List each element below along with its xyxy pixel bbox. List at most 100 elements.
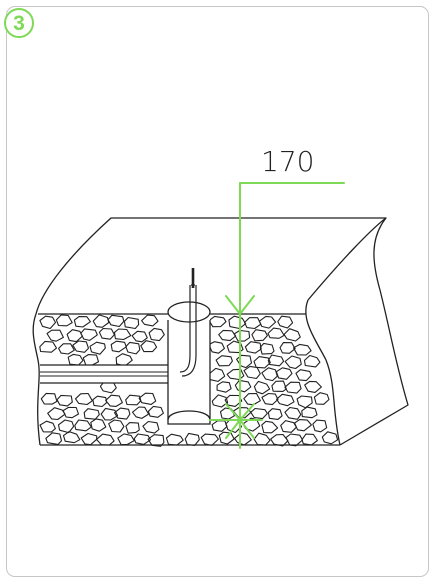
gravel-stone bbox=[82, 354, 100, 366]
gravel-stone bbox=[243, 365, 261, 380]
gravel-stone bbox=[115, 353, 133, 367]
gravel-stone bbox=[250, 407, 268, 420]
gravel-stone bbox=[74, 392, 93, 406]
gravel-stone bbox=[280, 420, 297, 433]
gravel-stone bbox=[141, 314, 159, 327]
gravel-stone bbox=[234, 379, 252, 393]
gravel-stone bbox=[66, 329, 83, 343]
gravel-stone bbox=[113, 328, 132, 341]
gravel-stone bbox=[184, 432, 200, 446]
gravel-stone bbox=[301, 433, 318, 446]
gravel-stone bbox=[39, 420, 56, 433]
gravel-stone bbox=[45, 432, 63, 445]
gravel-stone bbox=[267, 354, 285, 367]
gravel-stone bbox=[67, 353, 84, 366]
gravel-stone bbox=[261, 392, 279, 406]
gravel-stone bbox=[125, 341, 141, 355]
gravel-stone bbox=[270, 433, 289, 447]
cable-trench bbox=[40, 364, 182, 384]
gravel-stone bbox=[253, 356, 271, 369]
gravel-stone bbox=[321, 431, 339, 445]
gravel-stone bbox=[110, 340, 127, 353]
gravel-stone bbox=[261, 367, 278, 382]
gravel-stone bbox=[131, 330, 148, 343]
post-hole bbox=[167, 301, 211, 425]
gravel-stone bbox=[123, 316, 140, 330]
gravel-stone bbox=[95, 433, 115, 446]
gravel-stone bbox=[113, 407, 131, 420]
gravel-stone bbox=[211, 394, 229, 408]
gravel-stone bbox=[58, 343, 75, 355]
gravel-stone bbox=[56, 394, 73, 407]
gravel-stone bbox=[89, 341, 106, 355]
gravel-stone bbox=[108, 419, 125, 433]
gravel-stone bbox=[92, 395, 108, 408]
gravel-stone bbox=[46, 329, 64, 342]
gravel-stone bbox=[296, 395, 313, 409]
cable-riser bbox=[179, 268, 197, 377]
gravel-stone bbox=[304, 380, 322, 393]
gravel-stone bbox=[105, 394, 123, 407]
gravel-stone bbox=[211, 420, 228, 432]
gravel-stone bbox=[253, 432, 271, 446]
dimension-label: 170 bbox=[261, 145, 314, 178]
gravel-stone bbox=[294, 419, 312, 432]
step-number: 3 bbox=[13, 12, 25, 35]
gravel-stone bbox=[147, 405, 164, 418]
gravel-stone bbox=[259, 342, 275, 355]
gravel-stone bbox=[40, 392, 58, 405]
gravel-stone bbox=[251, 329, 268, 342]
gravel-stone bbox=[292, 343, 312, 356]
gravel-stone bbox=[253, 380, 271, 395]
gravel-stone bbox=[131, 406, 150, 419]
gravel-stone bbox=[243, 392, 261, 406]
gravel-stone bbox=[47, 407, 66, 421]
gravel-stone bbox=[283, 328, 301, 342]
gravel-stone bbox=[62, 431, 81, 444]
gravel-stone bbox=[73, 316, 91, 328]
gravel-stone bbox=[140, 340, 158, 353]
gravel-stone bbox=[62, 406, 80, 419]
gravel-stone bbox=[55, 314, 73, 327]
gravel-stone bbox=[233, 329, 251, 342]
gravel-stone bbox=[83, 408, 100, 420]
gravel-stone bbox=[208, 315, 227, 328]
gravel-stone bbox=[133, 433, 152, 445]
gravel-stone bbox=[208, 341, 225, 354]
front-right-edge bbox=[305, 299, 341, 446]
gravel-stone bbox=[226, 368, 245, 381]
gravel-stone bbox=[219, 407, 236, 420]
gravel-stone bbox=[90, 418, 107, 432]
gravel-stone bbox=[207, 367, 226, 382]
card-frame bbox=[6, 6, 429, 577]
gravel-stone bbox=[313, 392, 330, 405]
gravel-stone bbox=[215, 355, 233, 367]
gravel-stone bbox=[284, 355, 302, 370]
gravel-stone bbox=[200, 433, 219, 446]
gravel-stone bbox=[57, 419, 75, 434]
gravel-stone bbox=[267, 327, 285, 339]
gravel-stone bbox=[236, 354, 253, 369]
gravel-stone bbox=[107, 314, 125, 328]
gravel-stone bbox=[261, 420, 279, 434]
gravel-stone bbox=[218, 329, 237, 342]
gravel-stone bbox=[80, 432, 98, 446]
gravel-stone bbox=[125, 394, 142, 406]
gravel-stone bbox=[39, 315, 57, 330]
gravel-stone bbox=[228, 315, 247, 330]
gravel-stone bbox=[148, 327, 165, 342]
gravel-fill bbox=[39, 314, 339, 447]
gravel-stone bbox=[72, 340, 90, 353]
gravel-stone bbox=[258, 315, 277, 329]
gravel-stone bbox=[277, 315, 294, 329]
gravel-stone bbox=[117, 433, 135, 446]
gravel-stone bbox=[295, 369, 312, 382]
gravel-stone bbox=[243, 317, 262, 330]
right-cut-edge bbox=[339, 217, 409, 446]
gravel-stone bbox=[92, 314, 110, 328]
dimension-annotation bbox=[209, 182, 345, 449]
gravel-stone bbox=[138, 392, 157, 405]
left-cut-edge bbox=[32, 313, 41, 446]
gravel-stone bbox=[244, 341, 262, 354]
